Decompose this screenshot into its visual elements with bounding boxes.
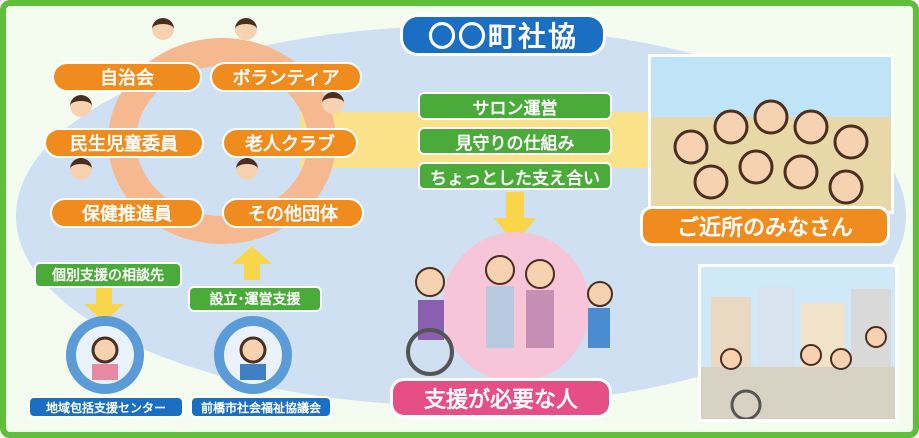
- down-arrow-icon: [84, 288, 124, 322]
- support-label: 設立･運営支援: [188, 286, 322, 312]
- town-illustration: [698, 264, 898, 422]
- consult-label: 個別支援の相談先: [34, 262, 182, 288]
- activity-salon: サロン運営: [418, 92, 612, 120]
- activity-mimamori: 見守りの仕組み: [418, 127, 612, 155]
- group-jichikai: 自治会: [52, 62, 202, 92]
- group-hoken: 保健推進員: [50, 198, 204, 228]
- council-label: 前橋市社会福祉協議会: [190, 396, 332, 418]
- support-circle: [442, 232, 590, 382]
- group-rojin: 老人クラブ: [222, 128, 358, 158]
- group-minsei: 民生児童委員: [44, 128, 204, 158]
- activity-sasaeai: ちょっとした支え合い: [418, 162, 612, 190]
- person-icon: [152, 18, 174, 40]
- person-icon: [236, 158, 258, 180]
- person-icon: [235, 18, 257, 40]
- person-icon: [70, 95, 92, 117]
- group-other: その他団体: [222, 198, 364, 228]
- center-label: 地域包括支援センター: [28, 396, 184, 418]
- council-avatar: [214, 316, 292, 394]
- person-icon: [322, 92, 344, 114]
- person-icon: [70, 158, 92, 180]
- neighbors-label: ご近所のみなさん: [640, 206, 890, 246]
- up-arrow-icon: [232, 246, 272, 280]
- support-people-illustration: [406, 255, 613, 376]
- center-avatar: [66, 316, 144, 394]
- needs-support-label: 支援が必要な人: [390, 378, 612, 418]
- down-arrow-icon: [494, 192, 536, 244]
- page-title: 〇〇町社協: [400, 14, 606, 56]
- neighbors-illustration: [648, 54, 894, 214]
- group-volunteer: ボランティア: [210, 62, 362, 92]
